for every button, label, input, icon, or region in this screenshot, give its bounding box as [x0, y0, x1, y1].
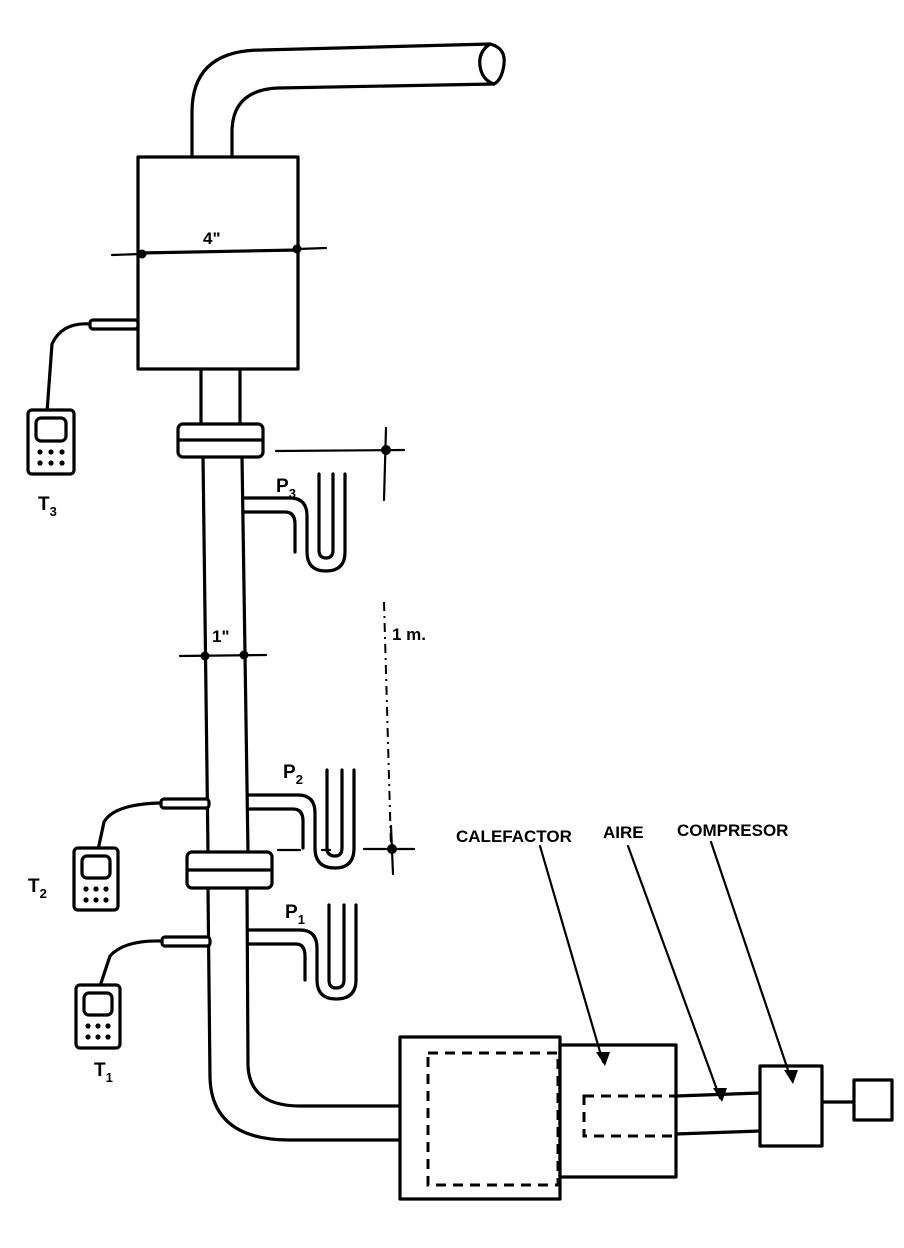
small-diameter-dimension: 1" — [178, 627, 268, 661]
thermometer-t1: T1 — [74, 935, 212, 1085]
dimension-marker — [381, 445, 391, 455]
dimension-marker — [137, 249, 147, 259]
thermometer-label-t1: T1 — [94, 1060, 113, 1085]
air-label: AIRE — [603, 823, 644, 842]
manometer-p3: P3 — [241, 472, 347, 573]
distance-label: 1 m. — [392, 625, 426, 644]
dimension-marker — [239, 650, 249, 660]
leader-lines — [538, 840, 798, 1102]
vertical-pipe — [199, 367, 402, 1142]
heater-label: CALEFACTOR — [456, 827, 572, 846]
small-diameter-label: 1" — [212, 627, 230, 646]
chamber-box — [398, 1035, 562, 1201]
heater-box — [558, 1043, 678, 1179]
pressure-label-p1: P1 — [285, 902, 305, 927]
thermometer-label-t3: T3 — [38, 494, 57, 519]
air-pipe — [674, 1091, 762, 1136]
distance-dimension: 1 m. — [274, 426, 426, 876]
thermometer-t2: T2 — [28, 797, 211, 912]
motor-box — [852, 1078, 894, 1122]
dimension-marker — [387, 844, 397, 854]
dimension-marker — [292, 244, 302, 254]
pressure-label-p2: P2 — [283, 762, 303, 787]
outlet-pipe — [190, 42, 506, 159]
large-section-box: 4" — [110, 155, 328, 371]
thermometer-label-t2: T2 — [28, 876, 47, 901]
compressor-box — [758, 1064, 894, 1148]
large-diameter-label: 4" — [203, 229, 221, 248]
upper-flange — [176, 422, 265, 459]
pressure-label-p3: P3 — [276, 476, 296, 501]
lower-flange — [185, 850, 274, 890]
manometer-p1: P1 — [246, 902, 358, 1001]
manometer-p2: P2 — [246, 762, 356, 870]
thermometer-t3: T3 — [26, 318, 140, 519]
compressor-label: COMPRESOR — [677, 821, 788, 840]
dimension-marker — [200, 651, 210, 661]
